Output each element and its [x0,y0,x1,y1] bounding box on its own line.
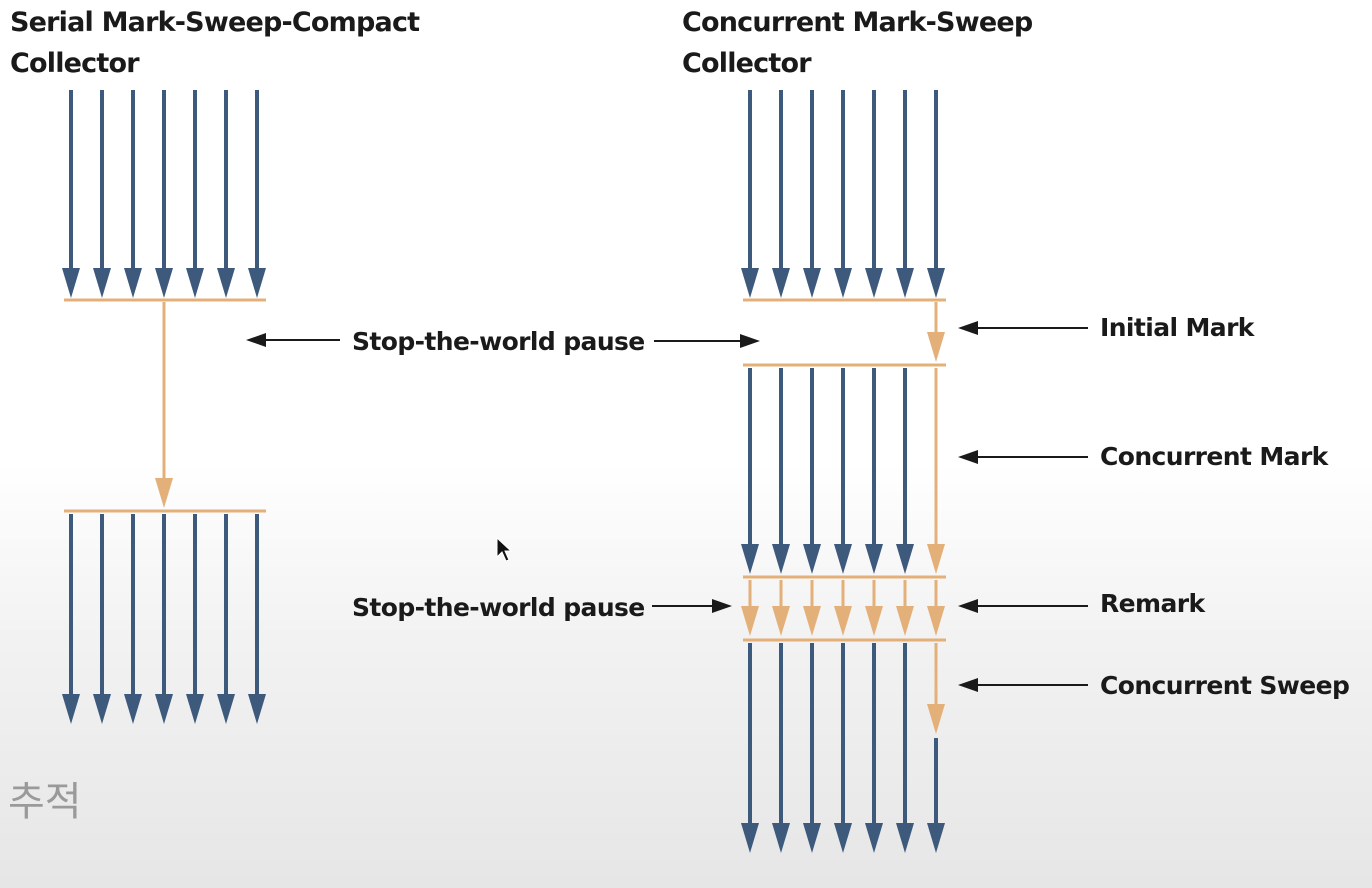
cms-app-thread-5-phase1-head [865,268,883,298]
cms-remark-thread-5-head [865,606,883,636]
cms-initial-mark-thread-head [927,332,945,362]
cms-concurrent-mark-thread-head [927,544,945,574]
cms-app-thread-1-concurrent-sweep-head [741,823,759,853]
stw-pause-label-1: Stop-the-world pause [352,327,645,356]
serial-app-thread-4-before-head [155,268,173,298]
serial-app-thread-7-before-head [248,268,266,298]
concurrent-collector-title: Concurrent Mark-Sweep Collector [682,7,1033,79]
cms-app-thread-2-concurrent-sweep-head [772,823,790,853]
serial-app-thread-1-before-head [62,268,80,298]
cms-remark-thread-6-head [896,606,914,636]
cms-app-thread-2-concurrent-mark-head [772,544,790,574]
stw-pause-1-right-arrowhead [740,334,760,348]
cms-app-thread-7-phase1-head [927,268,945,298]
concurrent-mark-label: Concurrent Mark [1100,442,1330,471]
initial-mark-arrowhead [958,321,978,335]
cms-app-thread-4-concurrent-sweep-head [834,823,852,853]
watermark-text: 추적 [8,779,82,825]
stw-pause-label-2: Stop-the-world pause [352,593,645,622]
serial-app-thread-7-after-head [248,694,266,724]
cms-app-thread-2-phase1-head [772,268,790,298]
cms-remark-thread-3-head [803,606,821,636]
cms-app-thread-4-concurrent-mark-head [834,544,852,574]
remark-label: Remark [1100,589,1206,618]
serial-app-thread-5-before-head [186,268,204,298]
cms-app-thread-3-concurrent-sweep-head [803,823,821,853]
serial-app-thread-6-after-head [217,694,235,724]
serial-gc-thread-head [155,478,173,508]
serial-app-thread-5-after-head [186,694,204,724]
serial-collector-diagram [62,90,266,724]
cms-app-thread-3-concurrent-mark-head [803,544,821,574]
cms-app-thread-6-phase1-head [896,268,914,298]
serial-app-thread-1-after-head [62,694,80,724]
stw-pause-1-left-arrowhead [246,333,266,347]
concurrent-sweep-arrowhead [958,678,978,692]
cms-app-thread-6-concurrent-mark-head [896,544,914,574]
serial-app-thread-2-after-head [93,694,111,724]
mouse-pointer-icon [496,537,512,562]
cms-remark-thread-7-head [927,606,945,636]
serial-app-thread-3-before-head [124,268,142,298]
cms-app-thread-1-phase1-head [741,268,759,298]
cms-concurrent-sweep-thread-head [927,704,945,734]
serial-collector-title: Serial Mark-Sweep-Compact Collector [10,7,420,79]
initial-mark-label: Initial Mark [1100,313,1256,342]
serial-app-thread-4-after-head [155,694,173,724]
cms-app-thread-7-final-head [927,823,945,853]
cms-remark-thread-2-head [772,606,790,636]
serial-app-thread-2-before-head [93,268,111,298]
cms-app-thread-5-concurrent-sweep-head [865,823,883,853]
cms-remark-thread-1-head [741,606,759,636]
label-pointers [246,321,1088,692]
concurrent-collector-diagram [741,90,946,853]
cms-remark-thread-4-head [834,606,852,636]
cms-app-thread-6-concurrent-sweep-head [896,823,914,853]
remark-arrowhead [958,599,978,613]
serial-app-thread-3-after-head [124,694,142,724]
cms-app-thread-3-phase1-head [803,268,821,298]
stw-pause-2-arrowhead [712,599,732,613]
serial-app-thread-6-before-head [217,268,235,298]
cms-app-thread-5-concurrent-mark-head [865,544,883,574]
cms-app-thread-4-phase1-head [834,268,852,298]
concurrent-sweep-label: Concurrent Sweep [1100,671,1349,700]
concurrent-mark-arrowhead [958,450,978,464]
cms-app-thread-1-concurrent-mark-head [741,544,759,574]
